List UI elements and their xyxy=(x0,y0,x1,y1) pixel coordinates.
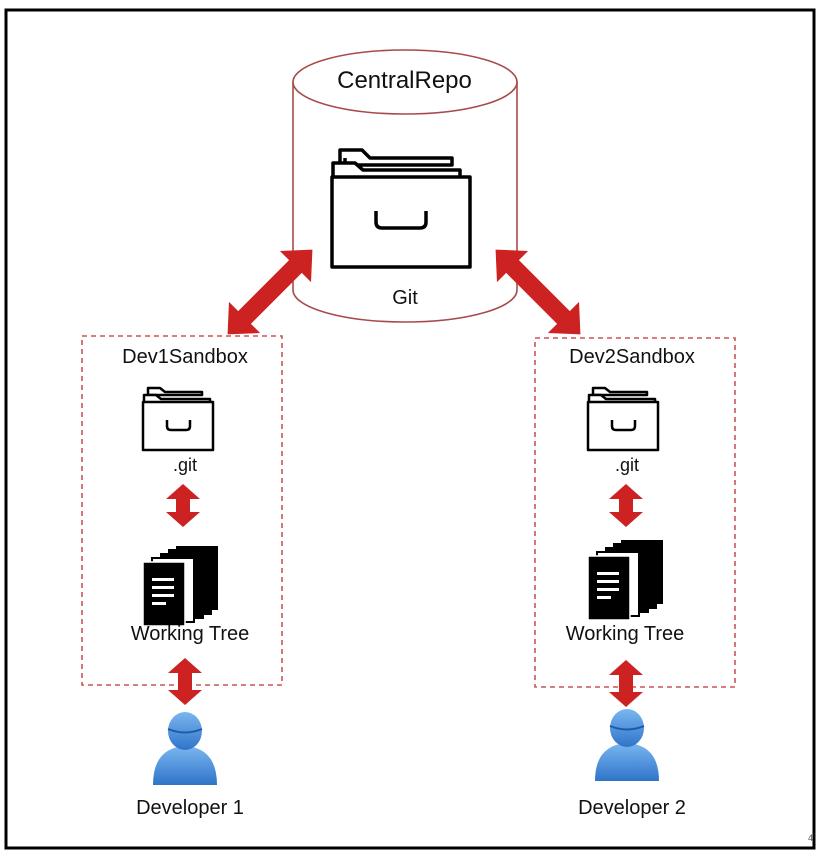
dev1-git-tree-arrow xyxy=(166,484,200,527)
dev2-git-folder-icon xyxy=(586,386,660,452)
dev2-tree-developer-arrow xyxy=(609,660,643,707)
dev2-git-tree-arrow xyxy=(609,484,643,527)
developer-1-user-icon xyxy=(153,712,217,785)
folder-drawer-icon xyxy=(330,148,472,269)
repo-sync-arrow-left xyxy=(227,249,313,335)
dev1-git-folder-icon xyxy=(141,386,215,452)
dev1-git-label: .git xyxy=(172,455,197,475)
dev1-working-tree-label: Working Tree xyxy=(130,623,250,645)
page-number: 4 xyxy=(808,833,814,843)
central-repo-label: Git xyxy=(392,287,418,309)
slide-frame xyxy=(4,8,816,850)
dev2-working-tree-icon xyxy=(587,540,663,621)
repo-sync-arrow-right xyxy=(495,249,581,335)
dev1-sandbox-title: Dev1Sandbox xyxy=(122,346,248,368)
dev1-tree-developer-arrow xyxy=(168,658,202,705)
dev2-sandbox-title: Dev2Sandbox xyxy=(569,346,695,368)
dev2-git-label: .git xyxy=(614,455,639,475)
dev1-working-tree-icon xyxy=(142,546,218,627)
dev2-sandbox-box xyxy=(534,337,736,688)
developer-2-label: Developer 2 xyxy=(578,797,686,819)
dev2-working-tree-label: Working Tree xyxy=(565,623,685,645)
developer-1-label: Developer 1 xyxy=(136,797,244,819)
developer-2-user-icon xyxy=(595,709,659,781)
central-repo-title: CentralRepo xyxy=(337,67,472,94)
